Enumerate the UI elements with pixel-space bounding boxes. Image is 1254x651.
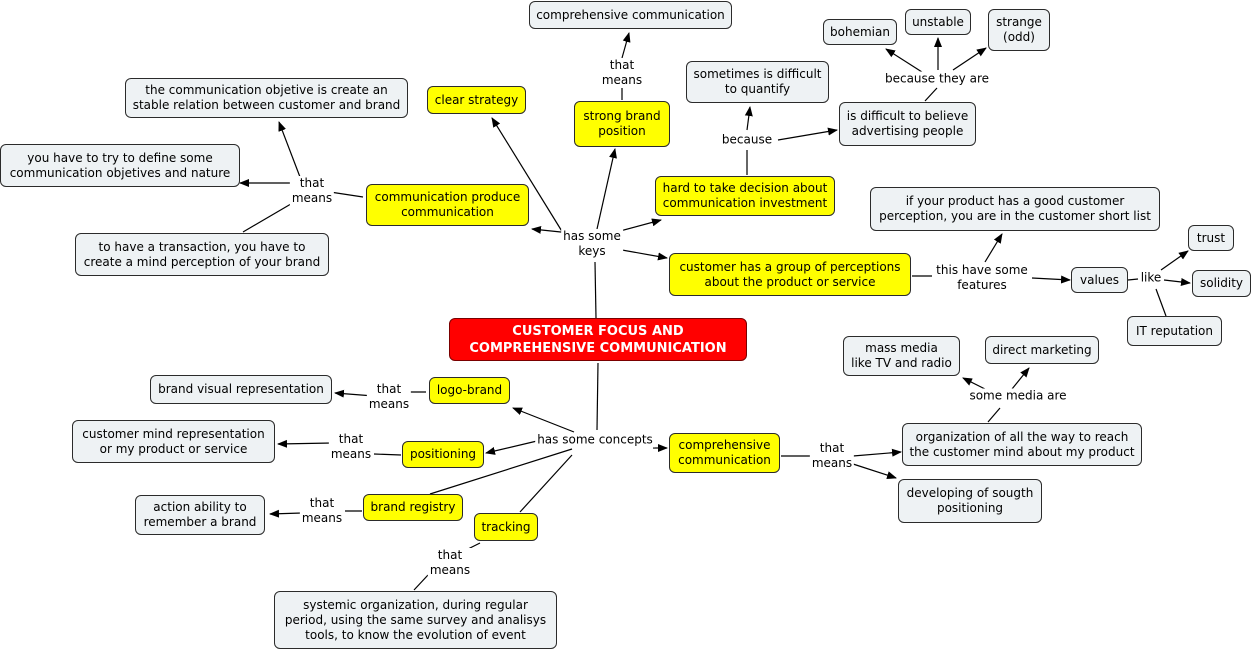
concept-node-trust: trust xyxy=(1188,225,1234,251)
connector-line xyxy=(852,463,897,480)
link-label-has-some-concepts: has some concepts xyxy=(535,432,655,448)
concept-node-comm-produce: communication produce communication xyxy=(366,184,529,226)
concept-node-brand-visual: brand visual representation xyxy=(150,375,332,404)
concept-node-direct-marketing: direct marketing xyxy=(985,336,1099,364)
connector-line xyxy=(744,106,753,131)
connector-line xyxy=(491,117,564,234)
connector-line xyxy=(596,362,599,431)
connector-line xyxy=(984,233,1003,263)
concept-node-mass-media: mass media like TV and radio xyxy=(843,336,960,376)
concept-node-perceptions: customer has a group of perceptions abou… xyxy=(669,253,911,296)
concept-node-values: values xyxy=(1071,267,1128,293)
concept-node-stable-relation: the communication objetive is create an … xyxy=(125,78,408,118)
concept-node-positioning: positioning xyxy=(402,441,484,468)
concept-node-unstable: unstable xyxy=(905,9,971,35)
link-label-that-means-registry: that means xyxy=(299,496,345,526)
connector-line xyxy=(1011,367,1030,390)
connector-line xyxy=(1127,278,1139,281)
connector-line xyxy=(278,121,301,178)
concept-node-difficult-quantify: sometimes is difficult to quantify xyxy=(686,61,829,103)
concept-node-hard-decision: hard to take decision about communicatio… xyxy=(655,176,835,216)
link-label-because-they-are: because they are xyxy=(882,71,992,87)
concept-node-bohemian: bohemian xyxy=(823,19,897,45)
concept-node-difficult-believe: is difficult to believe advertising peop… xyxy=(839,102,976,146)
concept-node-strange: strange (odd) xyxy=(988,9,1050,51)
connector-line xyxy=(269,509,303,518)
concept-node-central: CUSTOMER FOCUS AND COMPREHENSIVE COMMUNI… xyxy=(449,318,747,361)
connector-line xyxy=(987,407,1001,423)
connector-line xyxy=(413,574,429,591)
concept-node-mind-perception: to have a transaction, you have to creat… xyxy=(75,233,329,276)
concept-node-comp-comm: comprehensive communication xyxy=(669,433,780,473)
link-label-that-means-comm: that means xyxy=(289,176,335,206)
concept-node-logo-brand: logo-brand xyxy=(429,377,510,404)
connector-line xyxy=(1155,288,1167,317)
link-label-like: like xyxy=(1138,270,1164,286)
link-label-that-means-positioning: that means xyxy=(328,432,374,462)
link-label-this-have-features: this have some features xyxy=(934,263,1030,293)
concept-node-short-list: if your product has a good customer perc… xyxy=(870,187,1160,231)
connector-line xyxy=(277,439,333,448)
concept-node-action-ability: action ability to remember a brand xyxy=(135,495,265,535)
concept-node-mind-representation: customer mind representation or my produ… xyxy=(72,420,275,463)
connector-line xyxy=(429,448,573,495)
link-label-that-means-tracking: that means xyxy=(427,548,473,578)
concept-node-sougth-positioning: developing of sougth positioning xyxy=(898,479,1042,523)
concept-node-systemic-org: systemic organization, during regular pe… xyxy=(274,591,557,649)
connector-line xyxy=(885,48,923,73)
connector-line xyxy=(373,453,402,456)
connector-line xyxy=(962,377,986,390)
connector-line xyxy=(852,448,902,457)
connector-line xyxy=(1031,275,1071,284)
link-label-that-means-comp: that means xyxy=(809,441,855,471)
connector-line xyxy=(512,407,575,433)
concept-node-define-objetives: you have to try to define some communica… xyxy=(0,144,240,187)
link-label-that-means-brand: that means xyxy=(599,58,645,88)
connector-line xyxy=(519,454,573,513)
link-label-that-means-logo: that means xyxy=(366,382,412,412)
concept-node-organization-reach: organization of all the way to reach the… xyxy=(902,423,1142,466)
concept-node-it-reputation: IT reputation xyxy=(1127,316,1222,346)
link-label-some-media-are: some media are xyxy=(967,388,1069,404)
concept-node-comp-comm-top: comprehensive communication xyxy=(529,1,732,29)
connector-line xyxy=(924,87,938,102)
connector-line xyxy=(1160,250,1189,271)
connector-line xyxy=(329,191,364,198)
concept-node-clear-strategy: clear strategy xyxy=(427,86,526,114)
concept-node-brand-registry: brand registry xyxy=(363,494,463,521)
concept-node-tracking: tracking xyxy=(474,513,538,541)
connector-line xyxy=(1163,277,1191,286)
connector-line xyxy=(485,440,538,455)
link-label-because: because xyxy=(719,132,775,148)
connector-line xyxy=(777,127,838,141)
link-label-has-some-keys: has some keys xyxy=(561,229,623,259)
connector-line xyxy=(594,261,597,319)
connector-line xyxy=(596,148,617,230)
connector-line xyxy=(242,200,297,233)
concept-node-strong-brand: strong brand position xyxy=(574,101,670,147)
concept-node-solidity: solidity xyxy=(1192,270,1251,297)
connector-line xyxy=(621,32,631,59)
connector-line xyxy=(952,47,987,71)
